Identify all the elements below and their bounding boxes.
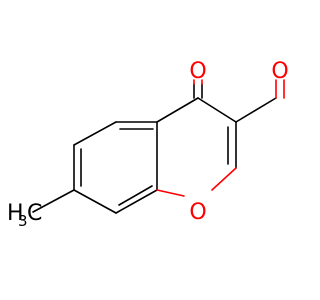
methyl-c-label: C — [27, 201, 42, 226]
ring-oxygen-label: O — [189, 200, 206, 225]
bond-c8-c8a — [115, 189, 158, 214]
bond-c7-methyl — [32, 189, 75, 213]
aldehyde-group — [235, 79, 285, 123]
bond-c4a-c4 — [156, 97, 199, 123]
bond-c2-o1 — [211, 167, 237, 191]
carbonyl-oxygen-label: O — [189, 59, 206, 84]
pyranone-ring — [156, 97, 237, 197]
chemical-structure-diagram: O O O H 3 C — [7, 59, 289, 230]
bond-c8-c8a-double — [118, 185, 153, 206]
methyl-h-label: H — [7, 201, 24, 226]
bond-c4-c3 — [197, 97, 237, 123]
benzene-ring — [73, 121, 158, 214]
methyl-subscript-label: 3 — [18, 212, 28, 230]
methyl-label: H 3 C — [7, 201, 42, 230]
bond-c5-c6 — [73, 121, 117, 146]
bond-c3-cho — [235, 97, 277, 123]
bond-c7-c8 — [73, 189, 117, 214]
aldehyde-oxygen-label: O — [271, 59, 288, 84]
bond-o1-c8a — [156, 189, 185, 197]
ketone-group — [193, 79, 203, 99]
